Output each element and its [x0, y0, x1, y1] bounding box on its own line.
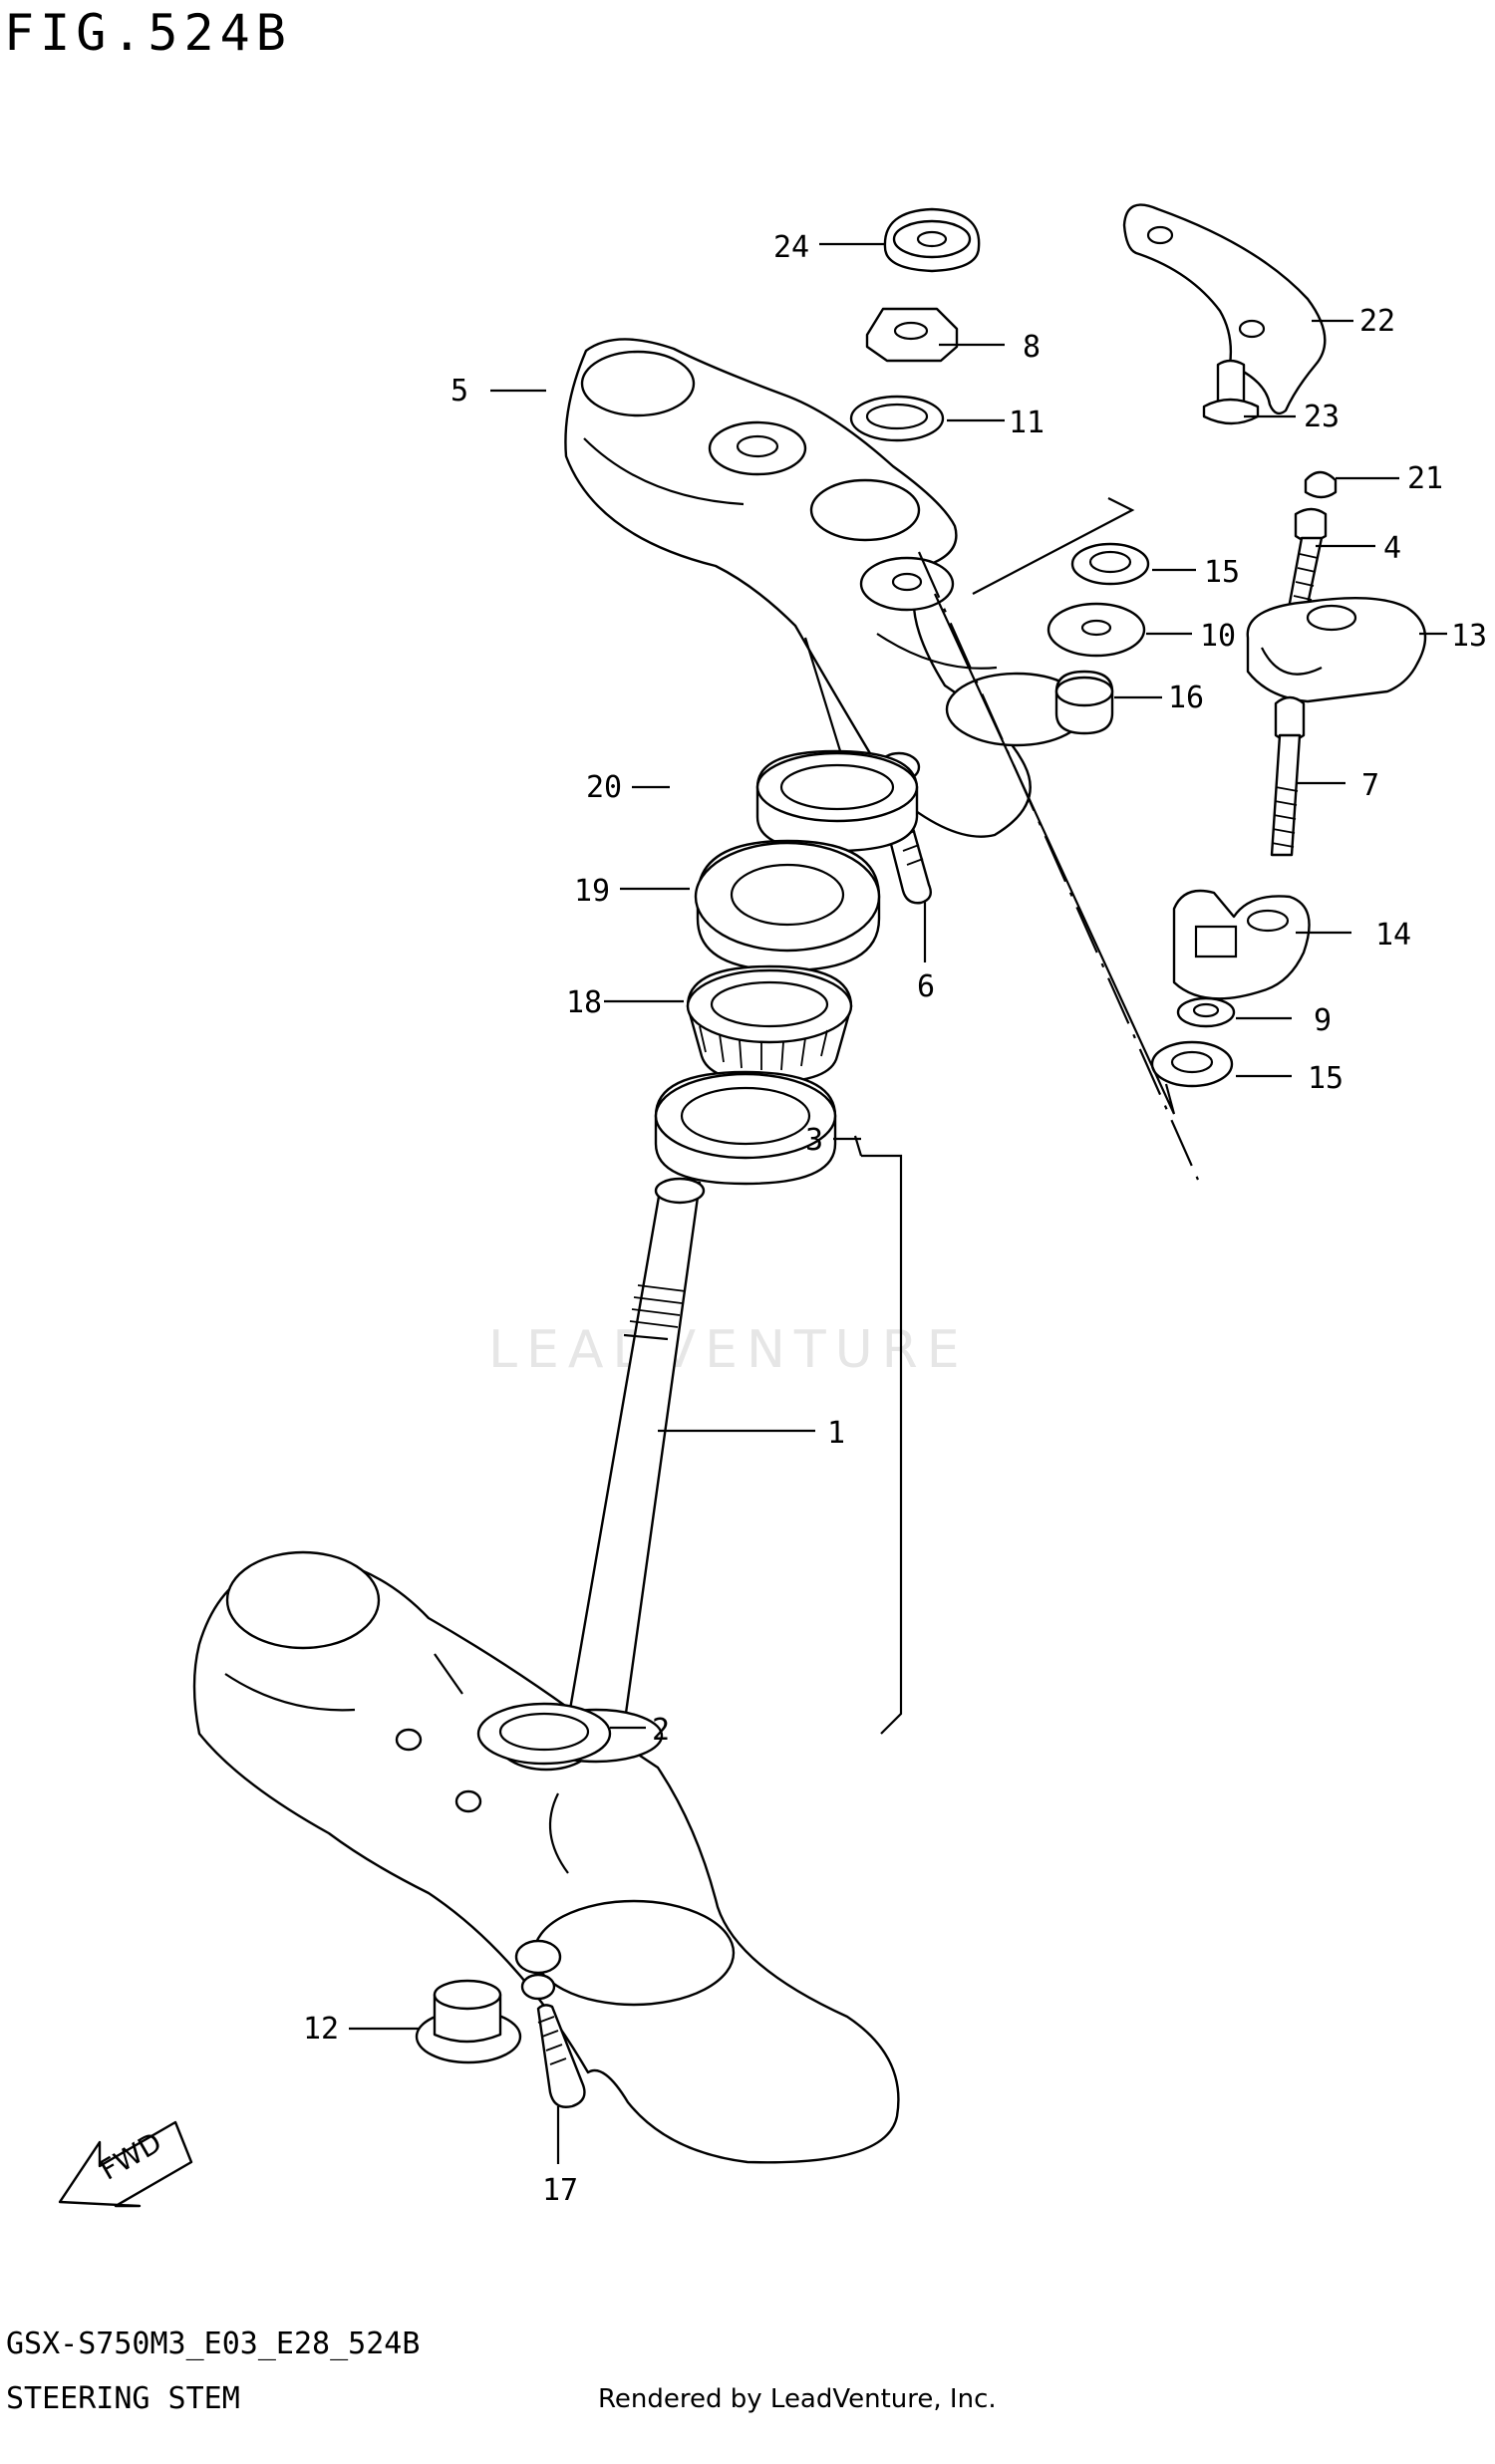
part-21-cap[interactable]	[1304, 470, 1338, 499]
section-name: STEERING STEM	[6, 2381, 240, 2416]
part-23-bolt[interactable]	[1202, 359, 1260, 425]
callout-3: 3	[805, 1123, 823, 1158]
callout-11: 11	[1009, 406, 1045, 440]
part-15-damper-lower[interactable]	[1150, 1040, 1234, 1088]
part-14-holder-lower[interactable]	[1172, 889, 1311, 1000]
part-7-bolt[interactable]	[1270, 695, 1306, 857]
callout-17: 17	[542, 2173, 578, 2208]
callout-7: 7	[1361, 768, 1379, 803]
callout-14: 14	[1375, 918, 1411, 953]
part-11-washer[interactable]	[849, 395, 945, 442]
part-19-dust-seal[interactable]	[694, 839, 881, 972]
callout-6: 6	[917, 969, 935, 1004]
callout-13: 13	[1451, 619, 1487, 654]
callout-1: 1	[827, 1416, 845, 1451]
part-15-damper-upper[interactable]	[1070, 542, 1150, 586]
watermark: LEADVENTURE	[488, 1320, 969, 1380]
leader-lines	[349, 242, 1447, 2164]
part-8-nut[interactable]	[865, 307, 959, 363]
reference-lines	[853, 497, 1200, 1735]
callout-9: 9	[1314, 1003, 1332, 1038]
callout-10: 10	[1200, 619, 1236, 654]
callout-12: 12	[303, 2012, 339, 2047]
model-code: GSX-S750M3_E03_E28_524B	[6, 2327, 421, 2361]
part-5-upper-bracket[interactable]	[564, 338, 1088, 838]
part-20-locknut[interactable]	[755, 749, 919, 853]
callout-15-upper: 15	[1204, 555, 1240, 590]
part-18-bearing[interactable]	[686, 964, 853, 1084]
callout-numbers: 24 8 11 5 22 23 21 4 15 10 13 16 7 20 19…	[303, 230, 1487, 2208]
part-13-holder-upper[interactable]	[1246, 596, 1427, 703]
part-24-cap[interactable]	[883, 207, 981, 273]
callout-22: 22	[1359, 304, 1395, 339]
fwd-arrow: FWD	[58, 2120, 193, 2208]
callout-23: 23	[1304, 400, 1340, 434]
callout-5: 5	[450, 374, 468, 409]
part-9-washer[interactable]	[1176, 996, 1236, 1028]
callout-2: 2	[652, 1713, 670, 1748]
part-10-washer[interactable]	[1046, 602, 1146, 658]
part-17-bolt[interactable]	[536, 2004, 586, 2108]
render-credit: Rendered by LeadVenture, Inc.	[598, 2384, 997, 2414]
part-16-nut[interactable]	[1054, 670, 1114, 735]
callout-24: 24	[773, 230, 809, 265]
callout-20: 20	[586, 770, 622, 805]
part-1-steering-stem[interactable]	[556, 1177, 706, 1781]
figure-title: FIG.524B	[4, 4, 292, 62]
part-2-seal[interactable]	[476, 1702, 612, 1766]
callout-18: 18	[566, 985, 602, 1020]
callout-15-lower: 15	[1308, 1061, 1344, 1096]
part-3-race[interactable]	[654, 1070, 837, 1186]
callout-21: 21	[1407, 461, 1443, 496]
part-12-cap[interactable]	[415, 1979, 522, 2064]
part-4-bolt[interactable]	[1286, 507, 1328, 616]
part-22-bracket[interactable]	[1122, 203, 1327, 415]
callout-19: 19	[574, 874, 610, 909]
callout-8: 8	[1023, 330, 1041, 365]
callout-4: 4	[1383, 531, 1401, 566]
callout-16: 16	[1168, 681, 1204, 715]
